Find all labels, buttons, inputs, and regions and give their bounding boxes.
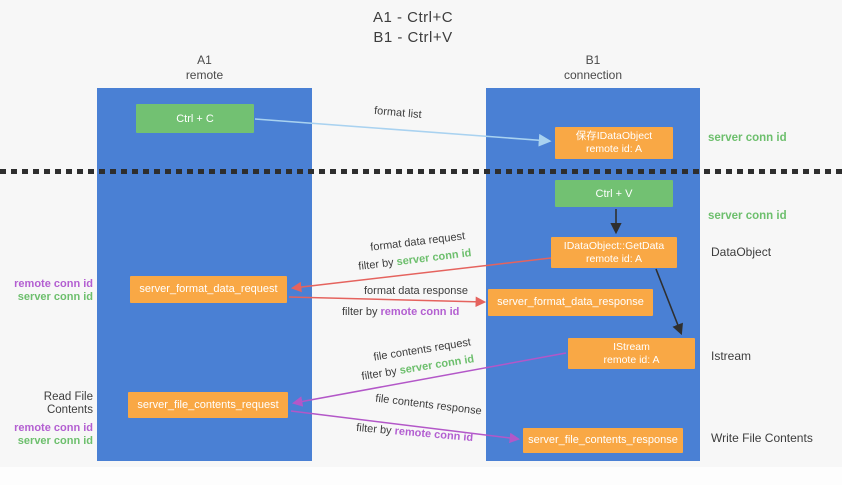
node-istream-line2: remote id: A [603, 353, 660, 366]
filter-value-remote-conn-id: remote conn id [394, 425, 474, 445]
node-ctrl-v-label: Ctrl + V [595, 187, 633, 200]
label-read-file-contents: Read File Contents [43, 391, 93, 416]
filter-value-server-conn-id: server conn id [395, 247, 473, 269]
title-line-2: B1 - Ctrl+V [373, 29, 453, 46]
node-getdata-line2: remote id: A [585, 252, 643, 265]
lane-header-b1: B1 connection [486, 53, 700, 83]
node-save-idataobject-line2: remote id: A [585, 143, 643, 155]
node-istream-line1: IStream [613, 340, 650, 353]
label-format-data-response: format data response [364, 285, 468, 297]
lane-header-a1: A1 remote [97, 53, 312, 83]
left-conn-id-block-1: remote conn id server conn id [0, 278, 93, 304]
node-getdata-line1: IDataObject::GetData [563, 239, 665, 252]
left-conn-id-block-2: Read File Contents remote conn id server… [0, 391, 93, 448]
label-remote-conn-id-1: remote conn id [14, 278, 93, 290]
diagram-title: A1 - Ctrl+C B1 - Ctrl+V [263, 8, 563, 48]
node-server-format-data-request-label: server_format_data_request [139, 283, 278, 295]
label-file-contents-response-filter: filter by remote conn id [356, 422, 474, 444]
arrow-format-data-response [288, 296, 487, 308]
node-ctrl-v: Ctrl + V [555, 180, 673, 207]
filter-prefix: filter by [342, 306, 381, 318]
label-write-file-contents: Write File Contents [711, 431, 813, 445]
label-format-data-response-filter: filter by remote conn id [342, 306, 459, 318]
filter-prefix: filter by [360, 364, 401, 383]
filter-value-remote-conn-id: remote conn id [380, 306, 460, 318]
node-save-idataobject-line1: 保存IDataObject [575, 130, 653, 142]
label-istream: Istream [711, 349, 752, 363]
filter-prefix: filter by [355, 421, 396, 438]
label-server-conn-id-2: server conn id [17, 435, 93, 447]
lane-a1-subtitle: remote [185, 68, 224, 82]
bottom-strip [0, 467, 842, 485]
node-server-file-contents-response: server_file_contents_response [523, 428, 683, 453]
lane-a1-name: A1 [197, 53, 212, 67]
title-line-1: A1 - Ctrl+C [372, 9, 454, 26]
node-server-file-contents-request-label: server_file_contents_request [137, 398, 279, 411]
label-server-conn-id-top: server conn id [708, 132, 787, 144]
node-server-format-data-response: server_format_data_response [488, 289, 653, 316]
label-format-list: format list [373, 104, 423, 122]
node-server-format-data-request: server_format_data_request [130, 276, 287, 303]
node-istream: IStream remote id: A [568, 338, 695, 369]
node-server-file-contents-request: server_file_contents_request [128, 392, 288, 418]
filter-prefix: filter by [357, 256, 398, 273]
label-server-conn-id-mid: server conn id [708, 210, 787, 222]
lane-b1-name: B1 [585, 53, 601, 67]
label-server-conn-id-1: server conn id [17, 291, 93, 303]
node-ctrl-c-label: Ctrl + C [176, 112, 214, 125]
lane-b1-subtitle: connection [563, 68, 623, 82]
node-server-format-data-response-label: server_format_data_response [497, 296, 644, 308]
label-dataobject: DataObject [711, 245, 772, 259]
dotted-divider [0, 169, 842, 174]
node-idataobject-getdata: IDataObject::GetData remote id: A [551, 237, 677, 268]
node-save-idataobject: 保存IDataObject remote id: A [555, 127, 673, 159]
label-file-contents-response: file contents response [374, 392, 483, 418]
node-server-file-contents-response-label: server_file_contents_response [528, 434, 678, 446]
label-remote-conn-id-2: remote conn id [14, 422, 93, 434]
node-ctrl-c: Ctrl + C [136, 104, 254, 133]
